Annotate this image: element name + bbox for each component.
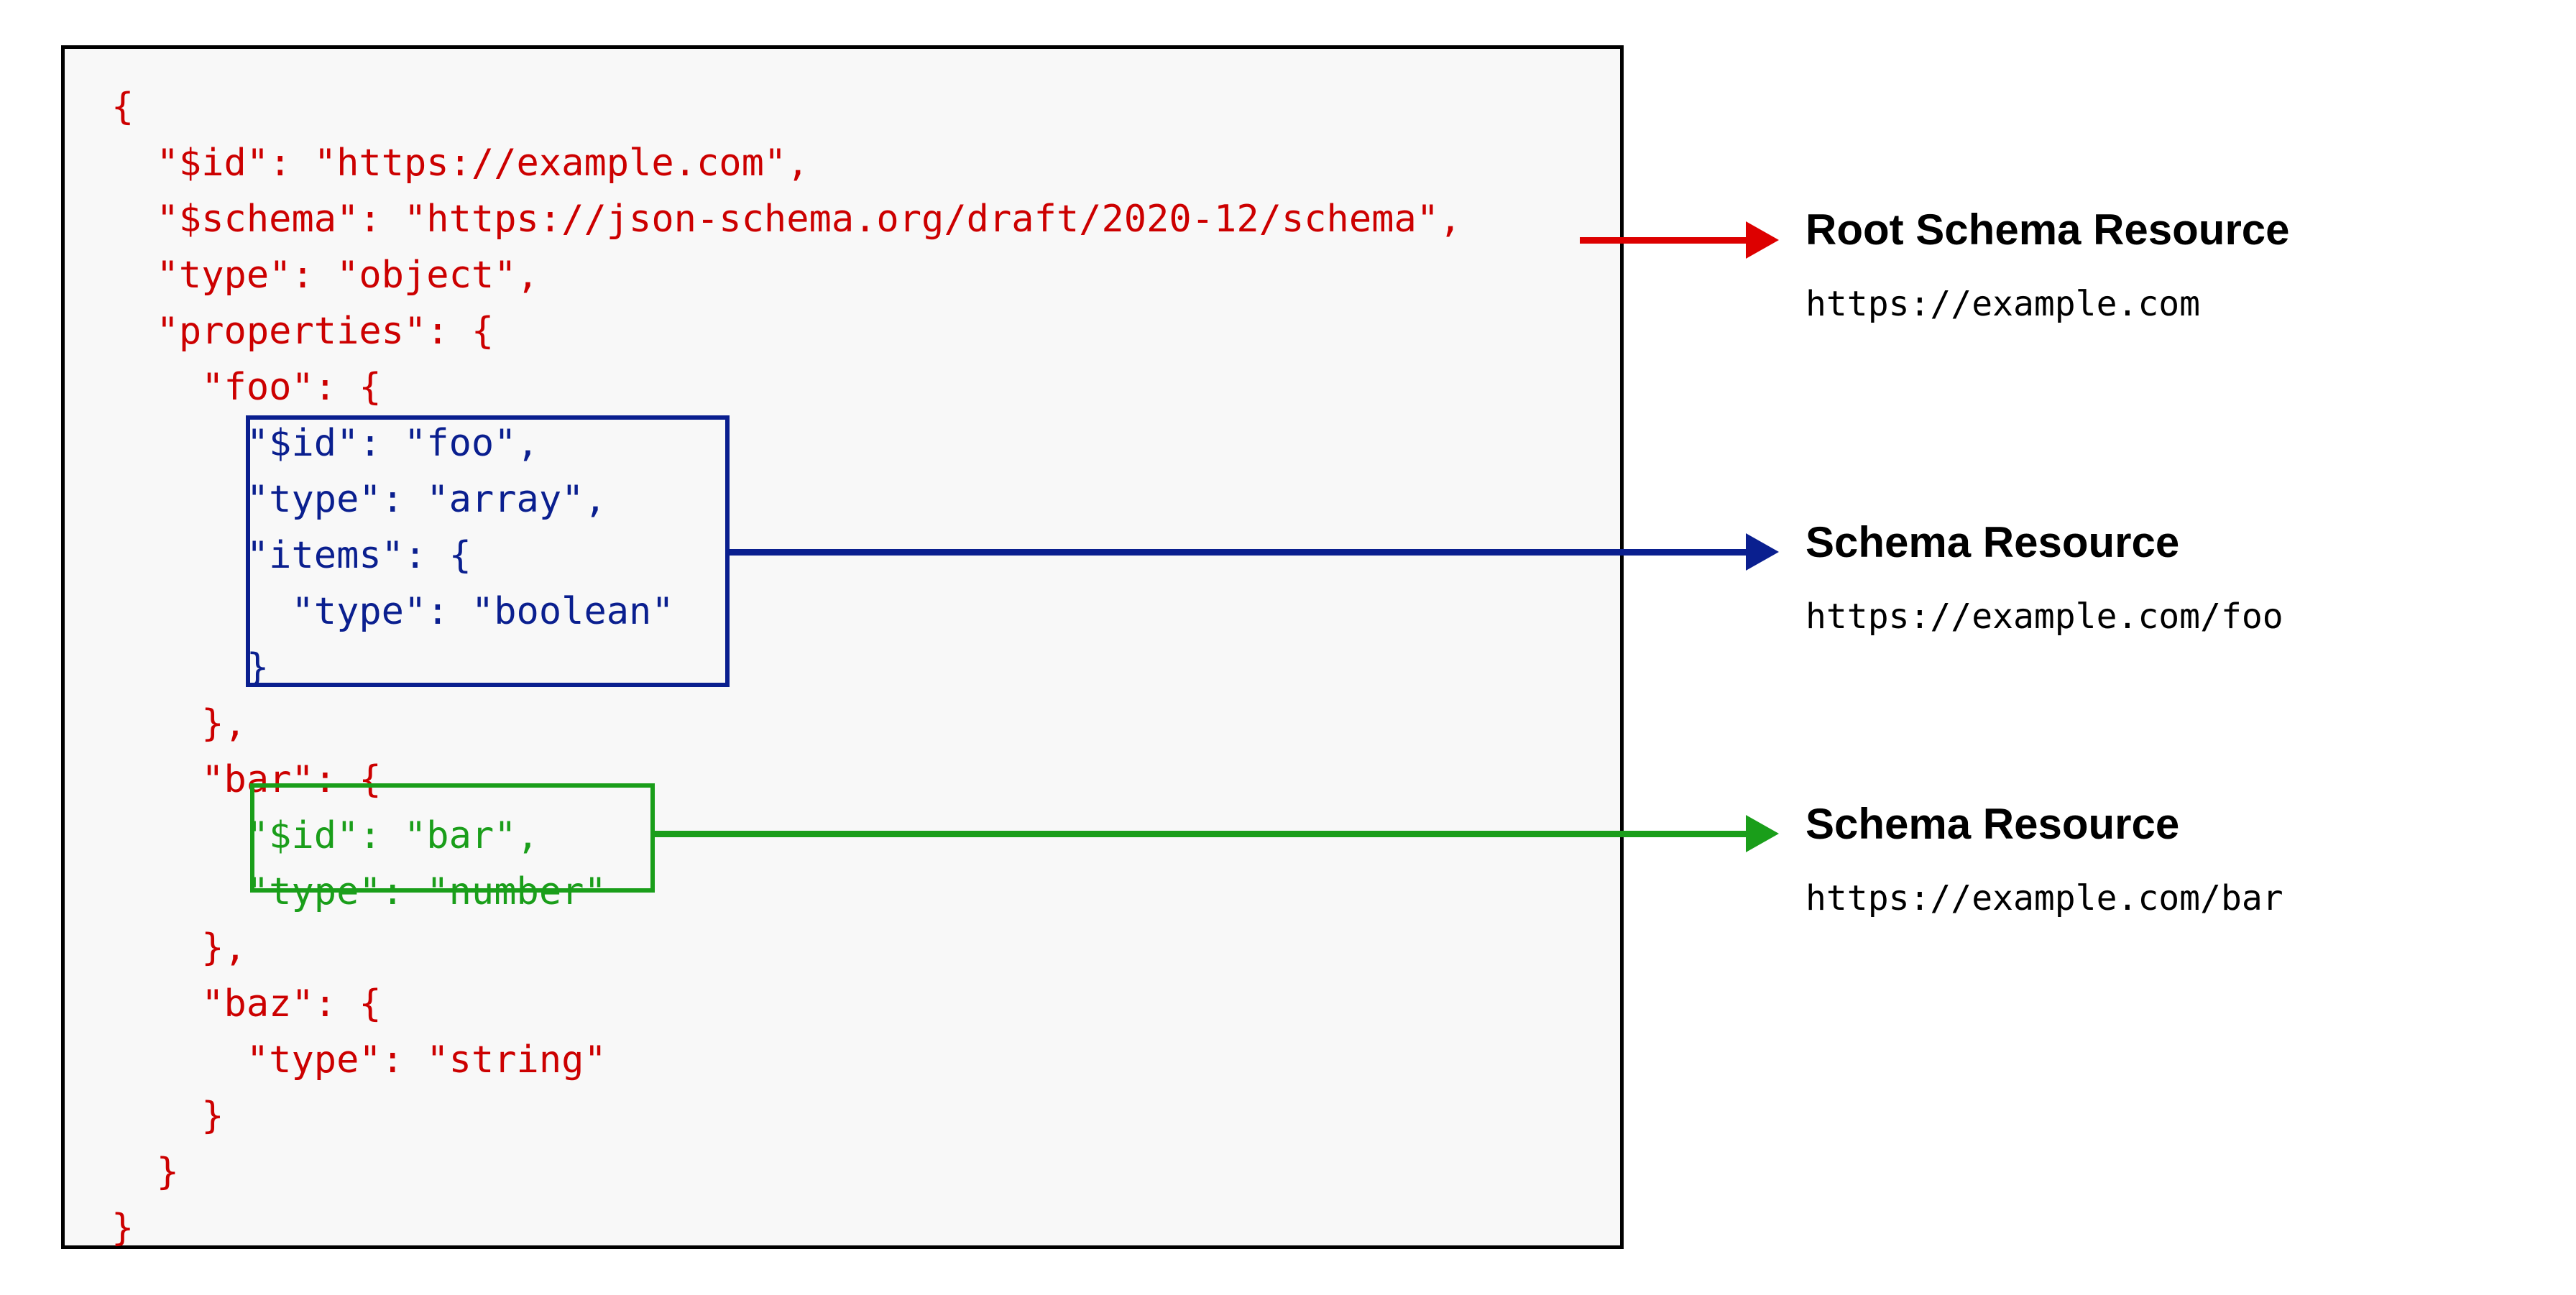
- callout-title: Root Schema Resource: [1806, 206, 2290, 254]
- code-line: "properties": {: [111, 310, 494, 353]
- code-line: "$id": "bar",: [111, 814, 539, 857]
- highlight-box-bar-subschema: [250, 783, 655, 893]
- code-line: "$id": "foo",: [111, 422, 539, 465]
- arrow-line-foo-schema: [730, 549, 1747, 556]
- code-line: }: [111, 1207, 134, 1250]
- code-line: "type": "array",: [111, 478, 607, 521]
- callout-title: Schema Resource: [1806, 800, 2180, 848]
- callout-title: Schema Resource: [1806, 518, 2180, 566]
- code-line: }: [111, 1094, 224, 1138]
- code-line: "type": "boolean": [111, 590, 674, 633]
- code-line: }: [111, 1151, 179, 1194]
- callout-foo-schema-resource: Schema Resource https://example.com/foo: [1806, 519, 2283, 636]
- code-line: "bar": {: [111, 758, 382, 801]
- callout-url: https://example.com/bar: [1806, 878, 2283, 918]
- code-line: "baz": {: [111, 982, 382, 1026]
- callout-root-schema-resource: Root Schema Resource https://example.com: [1806, 206, 2290, 323]
- code-line: "type": "object",: [111, 254, 539, 297]
- arrow-head-root-schema: [1746, 221, 1779, 259]
- code-line: }: [111, 646, 270, 689]
- code-line: "items": {: [111, 534, 472, 577]
- callout-bar-schema-resource: Schema Resource https://example.com/bar: [1806, 801, 2283, 918]
- code-line: },: [111, 702, 247, 745]
- code-line: },: [111, 926, 247, 969]
- callout-url: https://example.com: [1806, 284, 2201, 324]
- json-code-block: { "$id": "https://example.com", "$schema…: [111, 79, 1461, 1256]
- code-line: {: [111, 86, 134, 129]
- code-line: "$id": "https://example.com",: [111, 142, 809, 185]
- arrow-head-foo-schema: [1746, 533, 1779, 571]
- code-panel: { "$id": "https://example.com", "$schema…: [61, 45, 1624, 1250]
- code-line: "$schema": "https://json-schema.org/draf…: [111, 198, 1462, 241]
- code-line: "foo": {: [111, 366, 382, 409]
- arrow-head-bar-schema: [1746, 815, 1779, 852]
- arrow-line-bar-schema: [655, 831, 1747, 837]
- callout-url: https://example.com/foo: [1806, 596, 2283, 637]
- arrow-line-root-schema: [1580, 237, 1747, 244]
- highlight-box-foo-subschema: [246, 415, 730, 687]
- code-line: "type": "string": [111, 1038, 607, 1082]
